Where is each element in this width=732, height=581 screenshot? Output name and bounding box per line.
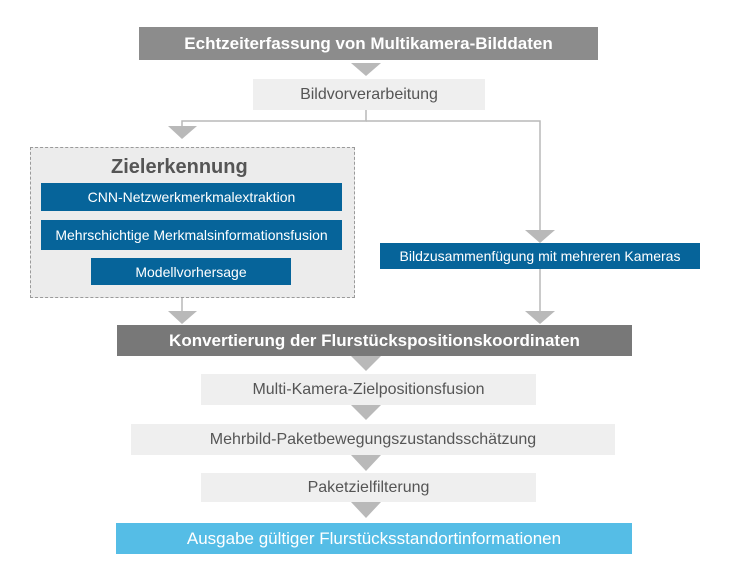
arrow-fusion-to-estimation (351, 405, 381, 420)
coordinate-conversion-step: Konvertierung der Flurstückspositionskoo… (117, 325, 632, 356)
target-filtering-step: Paketzielfilterung (201, 473, 536, 502)
arrow-convert-to-fusion (351, 356, 381, 371)
line-preprocess-split (181, 110, 367, 127)
multilayer-fusion-step: Mehrschichtige Merkmalsinformationsfusio… (41, 220, 342, 250)
detection-group-title: Zielerkennung (111, 156, 248, 178)
arrow-to-detection (168, 126, 197, 139)
image-stitching-step: Bildzusammenfügung mit mehreren Kameras (380, 243, 700, 269)
arrow-detection-to-convert (168, 311, 197, 324)
arrow-estimation-to-filtering (351, 455, 381, 471)
preprocess-step: Bildvorverarbeitung (253, 79, 485, 110)
arrow-to-stitching (525, 230, 555, 243)
line-preprocess-right (366, 120, 541, 231)
motion-estimation-step: Mehrbild-Paketbewegungszustandsschätzung (131, 424, 615, 455)
capture-step: Echtzeiterfassung von Multikamera-Bildda… (139, 27, 598, 60)
cnn-feature-extraction-step: CNN-Netzwerkmerkmalextraktion (41, 183, 342, 211)
output-step: Ausgabe gültiger Flurstücksstandortinfor… (116, 523, 632, 554)
arrow-filtering-to-output (351, 502, 381, 518)
model-prediction-step: Modellvorhersage (91, 258, 291, 285)
target-position-fusion-step: Multi-Kamera-Zielpositionsfusion (201, 374, 536, 405)
arrow-stitching-to-convert (525, 311, 555, 324)
arrow-capture-to-preprocess (351, 63, 381, 76)
